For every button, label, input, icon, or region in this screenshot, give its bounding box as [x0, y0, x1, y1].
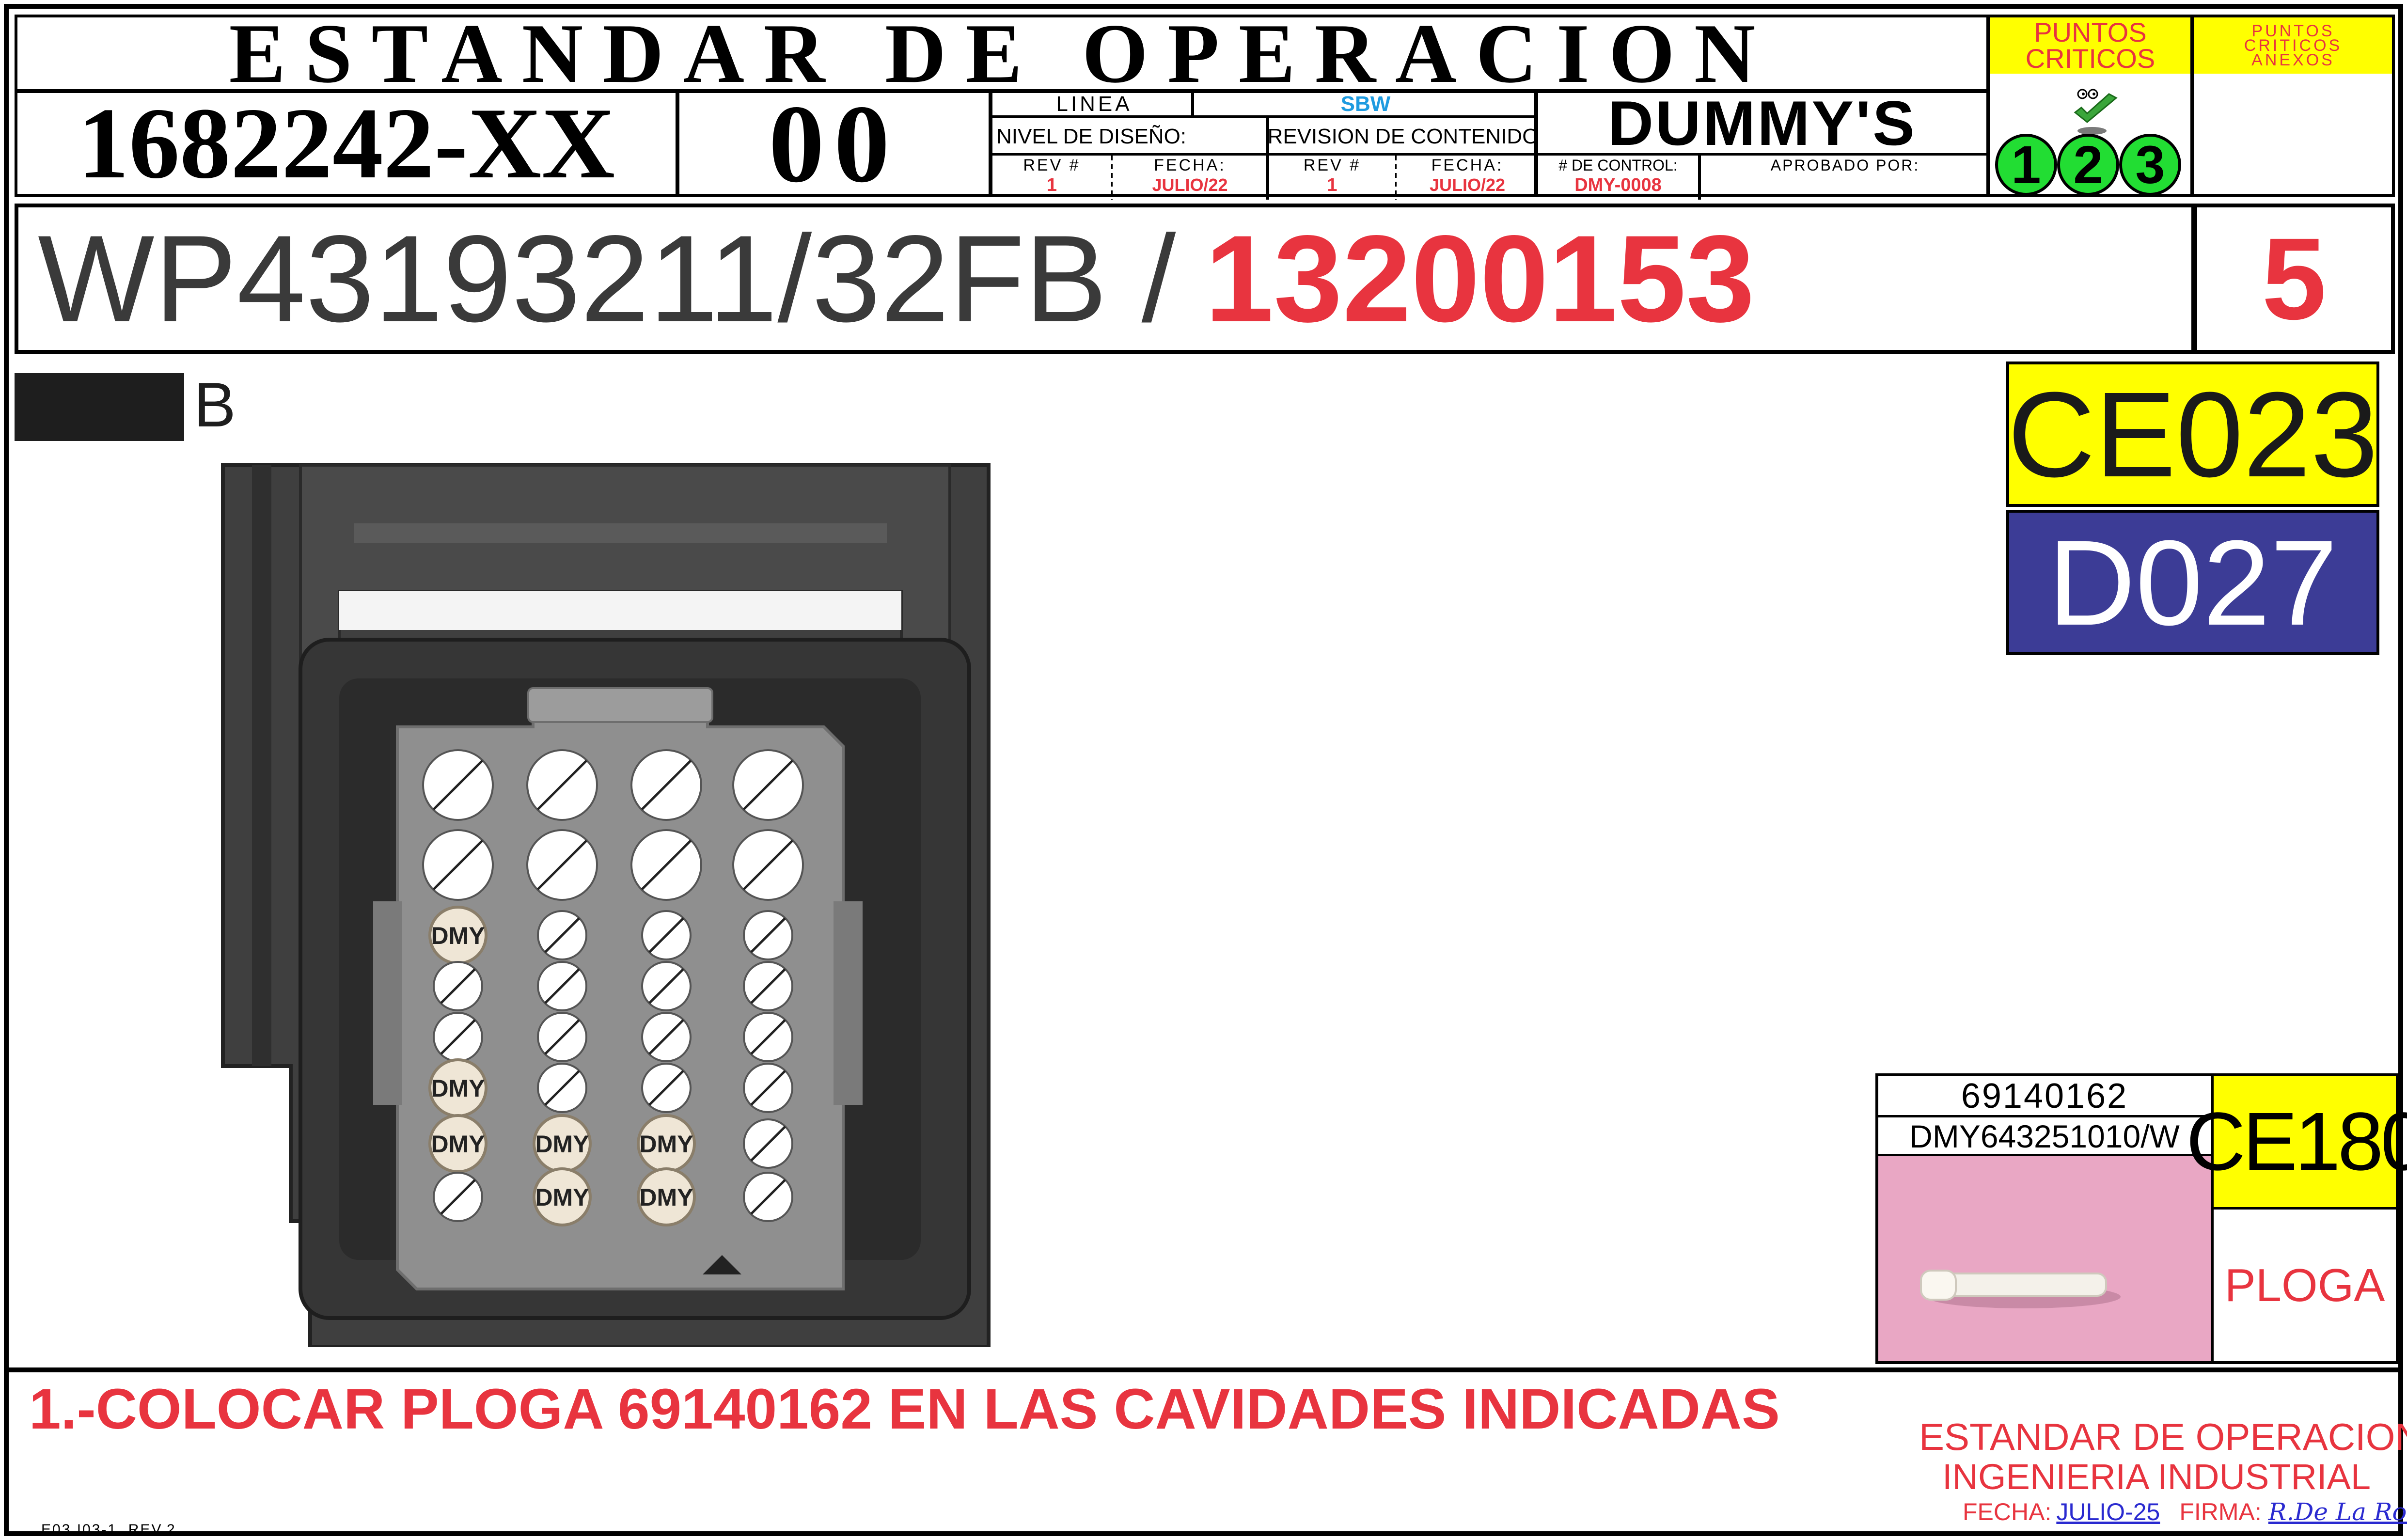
page-title: ESTANDAR DE OPERACION: [229, 6, 1775, 100]
level-2-badge: 2: [2057, 134, 2119, 196]
fecha-value-2: JULIO/22: [1429, 175, 1506, 195]
cavity-slash: [641, 839, 692, 891]
cavity-slash: [750, 968, 786, 1004]
control-value: DMY-0008: [1574, 174, 1662, 195]
footer-signature-line: FECHA: JULIO-25 FIRMA: R.De La Rosa: [1963, 1497, 2407, 1526]
ploga-icon: [1920, 1270, 2121, 1308]
puntos-criticos-anexos-cell: PUNTOS CRITICOS ANEXOS: [2191, 15, 2395, 197]
connector-part-code: WP43193211/32FB /: [38, 209, 1176, 348]
puntos-criticos-label: PUNTOS CRITICOS: [1990, 17, 2190, 74]
nivel-diseno-label: NIVEL DE DISEÑO:: [996, 125, 1187, 148]
connector-drawing: DMY DMY DMY DMY DMY DMY DMY: [221, 463, 991, 1349]
connector-image: DMY DMY DMY DMY DMY DMY DMY: [194, 436, 1095, 1349]
cavity-slash: [750, 1179, 786, 1215]
instruction-text: 1.-COLOCAR PLOGA 69140162 EN LAS CAVIDAD…: [29, 1377, 1780, 1441]
linea-label: LINEA: [1056, 92, 1133, 116]
cavity-slash: [750, 1126, 786, 1162]
footer-line2: INGENIERIA INDUSTRIAL: [1942, 1457, 2371, 1497]
cavity-slash: [440, 1019, 476, 1055]
mascot-icon: [2068, 83, 2121, 137]
bottom-divider: [9, 1367, 2399, 1372]
fecha-label-2: FECHA:: [1431, 156, 1504, 174]
rev-value-1: 1: [1046, 174, 1057, 195]
revision-cell: 00: [676, 81, 991, 205]
dummy-plug-label: DMY: [535, 1184, 589, 1211]
cavity-slash: [432, 759, 484, 811]
footer-line1: ESTANDAR DE OPERACION: [1919, 1415, 2407, 1458]
revision-contenido-label: REVISION DE CONTENIDO: [1267, 125, 1539, 148]
code-blue-box: D027: [2006, 510, 2379, 655]
component-description: DMY643251010/W: [1909, 1118, 2180, 1154]
cavity-slash: [648, 1070, 684, 1106]
component-code: CE180: [2186, 1076, 2407, 1207]
cavity-slash: [544, 1070, 580, 1106]
cavity-slash: [440, 1179, 476, 1215]
level-1-badge: 1: [1995, 134, 2057, 196]
rev-label-2: REV #: [1303, 156, 1361, 174]
side-marker-bar: [15, 373, 184, 441]
part-number-cell: 1682242-XX: [15, 87, 678, 200]
operation-block: DUMMY'S # DE CONTROL: APROBADO POR: DMY-…: [1535, 88, 1989, 200]
cavity-slash: [432, 839, 484, 891]
dummy-plug-label: DMY: [431, 1075, 485, 1102]
quantity-cell: 5: [2193, 204, 2395, 354]
cavity-slash: [742, 759, 794, 811]
cavity-slash: [544, 968, 580, 1004]
cavity-slash: [750, 1070, 786, 1106]
part-number: 1682242-XX: [78, 87, 615, 200]
cavity-slash: [544, 1019, 580, 1055]
cavity-slash: [648, 1019, 684, 1055]
aprobado-label: APROBADO POR:: [1770, 156, 1920, 174]
cavity-slash: [742, 839, 794, 891]
component-name: PLOGA: [2224, 1259, 2385, 1311]
revision-info-block: LINEA SBW NIVEL DE DISEÑO: REVISION DE C…: [990, 90, 1539, 200]
code-yellow: CE023: [2007, 366, 2378, 502]
rev-label-1: REV #: [1023, 156, 1081, 174]
level-3-badge: 3: [2119, 134, 2181, 196]
footer-fecha-value: JULIO-25: [2056, 1498, 2160, 1525]
cavity-slash: [536, 839, 588, 891]
revision-number: 00: [769, 81, 899, 205]
connector-part-number: 13200153: [1205, 209, 1755, 348]
cavity-slash: [750, 917, 786, 953]
connector-title-line: WP43193211/32FB / 13200153: [38, 207, 1755, 350]
dummy-plug-label: DMY: [535, 1131, 589, 1158]
fecha-value-1: JULIO/22: [1152, 175, 1228, 195]
puntos-criticos-cell: PUNTOS CRITICOS 1 2 3: [1987, 15, 2193, 197]
linea-value: SBW: [1340, 92, 1391, 116]
cavity-slash: [536, 759, 588, 811]
dummy-plug: [533, 1167, 592, 1226]
level-indicators: 1 2 3: [1995, 134, 2189, 197]
puntos-criticos-anexos-label: PUNTOS CRITICOS ANEXOS: [2194, 17, 2392, 74]
component-photo: [1878, 1156, 2211, 1361]
page-frame: [4, 4, 2403, 1536]
component-part-number: 69140162: [1961, 1077, 2128, 1116]
dummy-plug-label: DMY: [639, 1131, 693, 1158]
side-label: B: [194, 369, 236, 440]
cavity-slash: [641, 759, 692, 811]
cavity-slash: [648, 917, 684, 953]
dummy-plug-label: DMY: [431, 922, 485, 949]
component-table: 69140162 DMY643251010/W CE180 PLOGA: [1875, 1073, 2407, 1364]
doc-code: E03 I03-1 REV.2: [41, 1522, 176, 1538]
dummy-plug-label: DMY: [639, 1184, 693, 1211]
operation-name: DUMMY'S: [1608, 88, 1917, 158]
fecha-label-1: FECHA:: [1154, 156, 1226, 174]
rev-value-2: 1: [1327, 174, 1337, 195]
control-label: # DE CONTROL:: [1558, 156, 1678, 174]
cavity-slash: [750, 1019, 786, 1055]
cavity-slash: [544, 917, 580, 953]
code-yellow-box: CE023: [2006, 361, 2379, 507]
footer-firma-label: FIRMA:: [2179, 1498, 2262, 1525]
cavity-slash: [440, 968, 476, 1004]
footer-firma-signature: R.De La Rosa: [2268, 1498, 2407, 1526]
dummy-plug-label: DMY: [431, 1131, 485, 1158]
connector-title-cell: WP43193211/32FB / 13200153: [15, 204, 2195, 354]
code-blue: D027: [2048, 515, 2338, 650]
title-cell: ESTANDAR DE OPERACION: [15, 6, 1989, 100]
cavity-slash: [648, 968, 684, 1004]
dummy-plug: [637, 1167, 696, 1226]
quantity-value: 5: [2262, 214, 2327, 344]
footer-fecha-label: FECHA:: [1963, 1498, 2052, 1525]
